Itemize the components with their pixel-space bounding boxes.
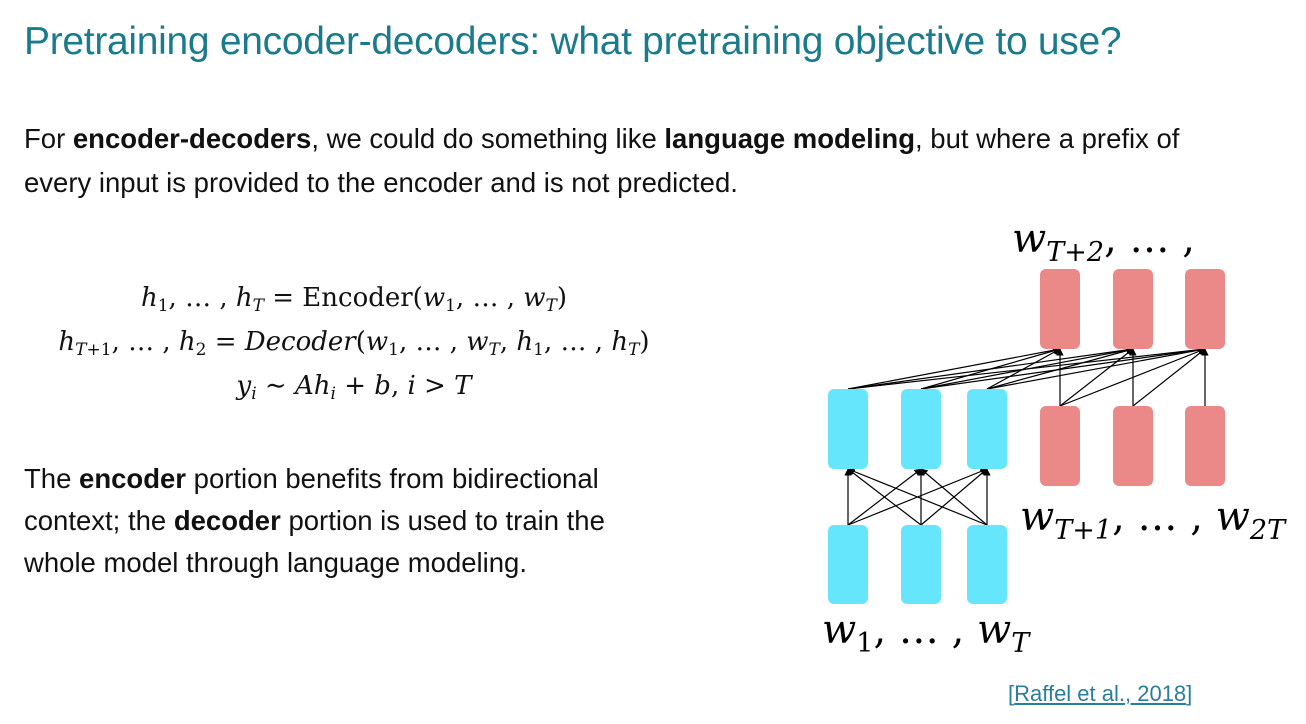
benefit-text-2: portion benefits from bidirectional cont… — [24, 463, 599, 536]
encoder-input-label: w1, … , wT — [822, 607, 1031, 659]
intro-paragraph: For encoder-decoders, we could do someth… — [24, 117, 1244, 205]
decoder-output-label: wT+2, … , — [1012, 216, 1195, 268]
intro-text-1: For — [24, 123, 73, 154]
encoder-input-block — [828, 525, 868, 604]
decoder-output-block — [1113, 269, 1153, 349]
citation: [Raffel et al., 2018] — [1008, 681, 1192, 707]
decoder-output-blocks — [1040, 269, 1225, 349]
encoder-input-block — [967, 525, 1007, 604]
benefit-bold-decoder: decoder — [173, 505, 281, 536]
encoder-hidden-block — [828, 389, 868, 469]
equation-output: yi ∼ Ahi + b, i > T — [236, 371, 472, 404]
equations-block: h1, … , hT = Encoder(w1, … , wT) hT+1, …… — [14, 276, 694, 408]
benefit-text-3: portion is used to train the whole model… — [24, 505, 605, 578]
citation-close-bracket: ] — [1186, 681, 1193, 706]
slide-title: Pretraining encoder-decoders: what pretr… — [24, 20, 1122, 63]
intro-text-3: , but where a prefix of every input is p… — [24, 123, 1180, 198]
intro-bold-language-modeling: language modeling — [664, 123, 915, 154]
encoder-hidden-block — [967, 389, 1007, 469]
intro-text-2: , we could do something like — [311, 123, 665, 154]
encoder-bidirectional-connections — [844, 468, 991, 526]
encoder-decoder-diagram: wT+2, … , wT+1, … , w2T w1, … , wT — [822, 216, 1287, 659]
decoder-input-label: wT+1, … , w2T — [1020, 494, 1287, 546]
benefit-paragraph: The encoder portion benefits from bidire… — [24, 458, 664, 584]
decoder-output-block — [1040, 269, 1080, 349]
cross-attention-connections — [847, 346, 1206, 390]
encoder-input-block — [901, 525, 941, 604]
intro-bold-encoder-decoders: encoder-decoders — [72, 123, 312, 154]
decoder-input-block — [1113, 406, 1153, 486]
decoder-causal-connections — [1056, 348, 1209, 407]
encoder-hidden-block — [901, 389, 941, 469]
decoder-output-block — [1185, 269, 1225, 349]
decoder-input-blocks — [1040, 406, 1225, 486]
encoder-hidden-blocks — [828, 389, 1007, 469]
citation-open-bracket: [ — [1008, 681, 1015, 706]
citation-link[interactable]: Raffel et al., 2018 — [1014, 681, 1187, 706]
benefit-text-1: The — [24, 463, 80, 494]
encoder-input-blocks — [828, 525, 1007, 604]
benefit-bold-encoder: encoder — [79, 463, 187, 494]
equation-encoder: h1, … , hT = Encoder(w1, … , wT) — [140, 283, 568, 316]
equation-decoder: hT+1, … , h2 = Decoder(w1, … , wT, h1, …… — [58, 327, 650, 360]
decoder-input-block — [1185, 406, 1225, 486]
decoder-input-block — [1040, 406, 1080, 486]
